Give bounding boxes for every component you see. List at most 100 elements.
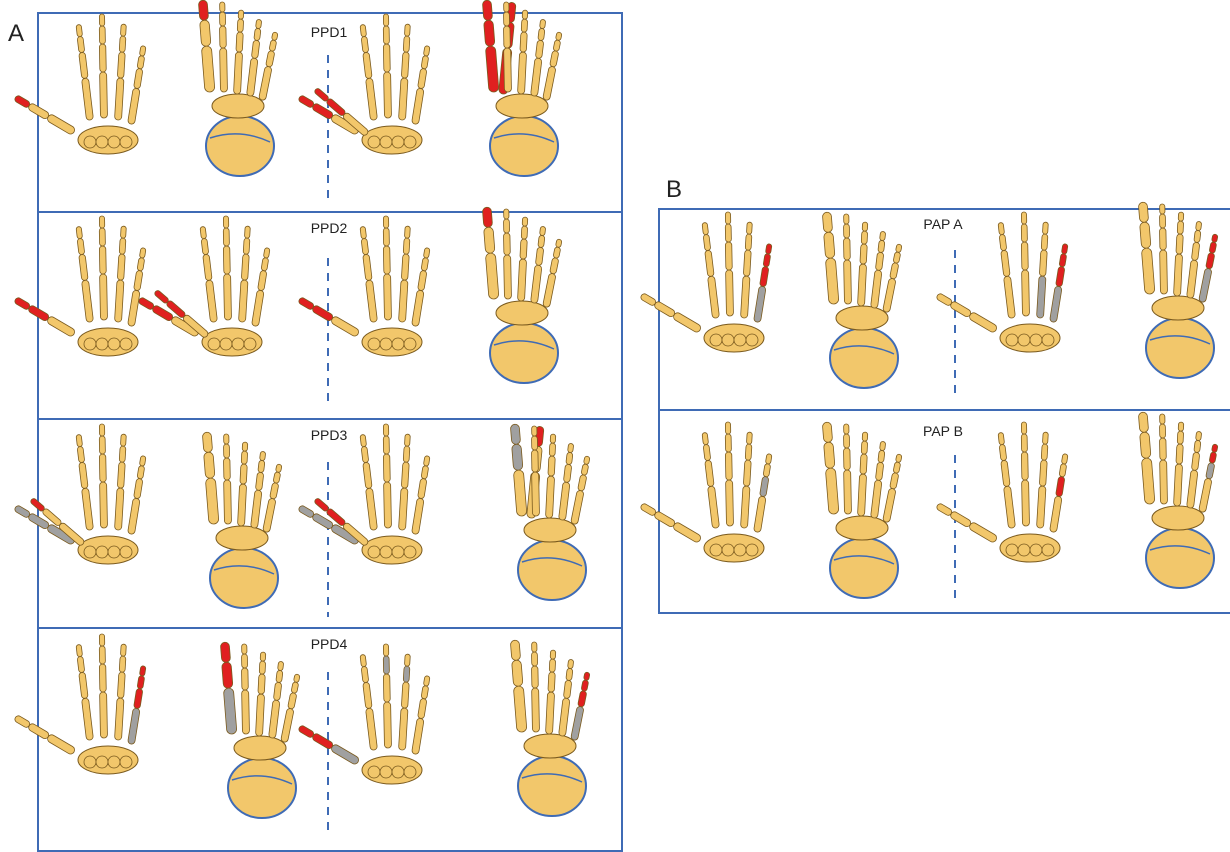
digit-2-bone <box>1004 276 1016 319</box>
digit-5-bone <box>291 682 299 694</box>
digit-1-bone <box>482 207 492 228</box>
digit-4-bone <box>563 464 571 483</box>
carpal-bone <box>404 136 416 148</box>
digit-3-bone <box>100 274 108 320</box>
digit-5-bone <box>1209 452 1217 464</box>
digit-5-bone <box>423 248 430 259</box>
digit-2-bone <box>82 280 94 323</box>
digit-5-bone <box>128 290 141 327</box>
digit-5-bone <box>893 252 901 264</box>
digit-5-bone <box>134 688 143 709</box>
heel-bone <box>1146 528 1214 588</box>
digit-4-bone <box>256 19 262 29</box>
digit-4-bone <box>531 265 542 304</box>
carpal-bone <box>746 544 758 556</box>
digit-4-bone <box>563 680 571 699</box>
carpal-bone <box>368 766 380 778</box>
digit-5-bone <box>423 456 430 467</box>
digit-3-bone <box>1177 221 1183 234</box>
digit-4-bone <box>878 240 885 253</box>
digit-4-bone <box>255 472 263 491</box>
digit-5-bone <box>137 257 145 271</box>
digit-2-bone <box>703 444 711 461</box>
digit-3-bone <box>99 228 105 246</box>
digit-5-bone <box>139 456 146 467</box>
digit-2-bone <box>79 254 88 281</box>
digit-1-bone <box>14 715 31 729</box>
digit-4-bone <box>119 446 126 462</box>
digit-3-bone <box>1177 431 1183 444</box>
digit-3-bone <box>546 476 555 518</box>
carpal-bone <box>220 338 232 350</box>
panel-b-pap-a-hand-4 <box>1138 202 1218 378</box>
digit-3-bone <box>383 644 388 656</box>
digit-4-bone <box>871 480 882 519</box>
digit-2-bone <box>361 36 369 53</box>
carpal-bone <box>96 756 108 768</box>
digit-2-bone <box>844 424 849 434</box>
panel-a-ppd1-hand-3 <box>298 14 430 154</box>
digit-5-bone <box>1050 496 1063 533</box>
digit-5-bone <box>893 462 901 474</box>
tarsal-bones <box>524 518 576 542</box>
digit-5-bone <box>418 68 427 89</box>
digit-4-bone <box>119 238 126 254</box>
digit-3-bone <box>237 19 243 32</box>
carpal-bone <box>380 766 392 778</box>
digit-4-bone <box>1042 432 1048 444</box>
digit-1-bone <box>936 503 953 517</box>
digit-5-bone <box>578 474 587 491</box>
digit-1-bone <box>222 662 233 689</box>
panel-a-ppd1-hand-1 <box>14 14 146 154</box>
carpal-bone <box>96 136 108 148</box>
heel-bone <box>1146 318 1214 378</box>
tarsal-bones <box>836 516 888 540</box>
digit-4-bone <box>119 36 126 52</box>
digit-5-bone <box>412 718 425 755</box>
digit-3-bone <box>99 216 104 228</box>
digit-2-bone <box>532 436 538 450</box>
digit-3-bone <box>99 646 105 664</box>
digit-2-bone <box>77 656 85 673</box>
tarsal-bones <box>1152 296 1204 320</box>
digit-4-bone <box>117 672 125 698</box>
digit-1-bone <box>936 293 953 307</box>
digit-1-bone <box>298 505 315 519</box>
digit-5-bone <box>543 273 557 308</box>
digit-4-bone <box>871 270 882 309</box>
digit-5-bone <box>765 454 772 465</box>
panel-a-ppd2-hand-3 <box>298 216 430 356</box>
digit-3-bone <box>1176 444 1183 464</box>
carpal-bone <box>1042 334 1054 346</box>
digit-3-bone <box>100 72 108 118</box>
heel-bone <box>830 328 898 388</box>
digit-4-bone <box>239 280 249 322</box>
digit-1-bone <box>14 297 31 311</box>
digit-3-bone <box>518 259 527 301</box>
digit-3-bone <box>1021 224 1027 242</box>
digit-4-bone <box>741 276 751 318</box>
digit-1-bone <box>46 113 76 135</box>
digit-1-bone <box>1141 248 1155 295</box>
digit-2-bone <box>702 222 709 235</box>
digit-3-bone <box>383 44 390 72</box>
digit-3-bone <box>234 52 243 94</box>
digit-4-bone <box>1194 440 1201 453</box>
digit-1-bone <box>822 212 832 233</box>
digit-3-bone <box>521 19 527 32</box>
digit-1-bone <box>949 510 972 528</box>
digit-3-bone <box>860 244 867 264</box>
digit-1-bone <box>311 732 334 750</box>
digit-1-bone <box>46 733 76 755</box>
digit-2-bone <box>363 52 372 79</box>
digit-5-bone <box>275 464 282 473</box>
digit-5-bone <box>1061 244 1068 255</box>
digit-3-bone <box>1178 422 1184 431</box>
digit-2-bone <box>220 12 226 26</box>
digit-2-bone <box>999 444 1007 461</box>
digit-1-bone <box>825 468 839 515</box>
digit-3-bone <box>383 246 390 274</box>
carpal-bone <box>368 546 380 558</box>
digit-3-bone <box>259 661 265 674</box>
